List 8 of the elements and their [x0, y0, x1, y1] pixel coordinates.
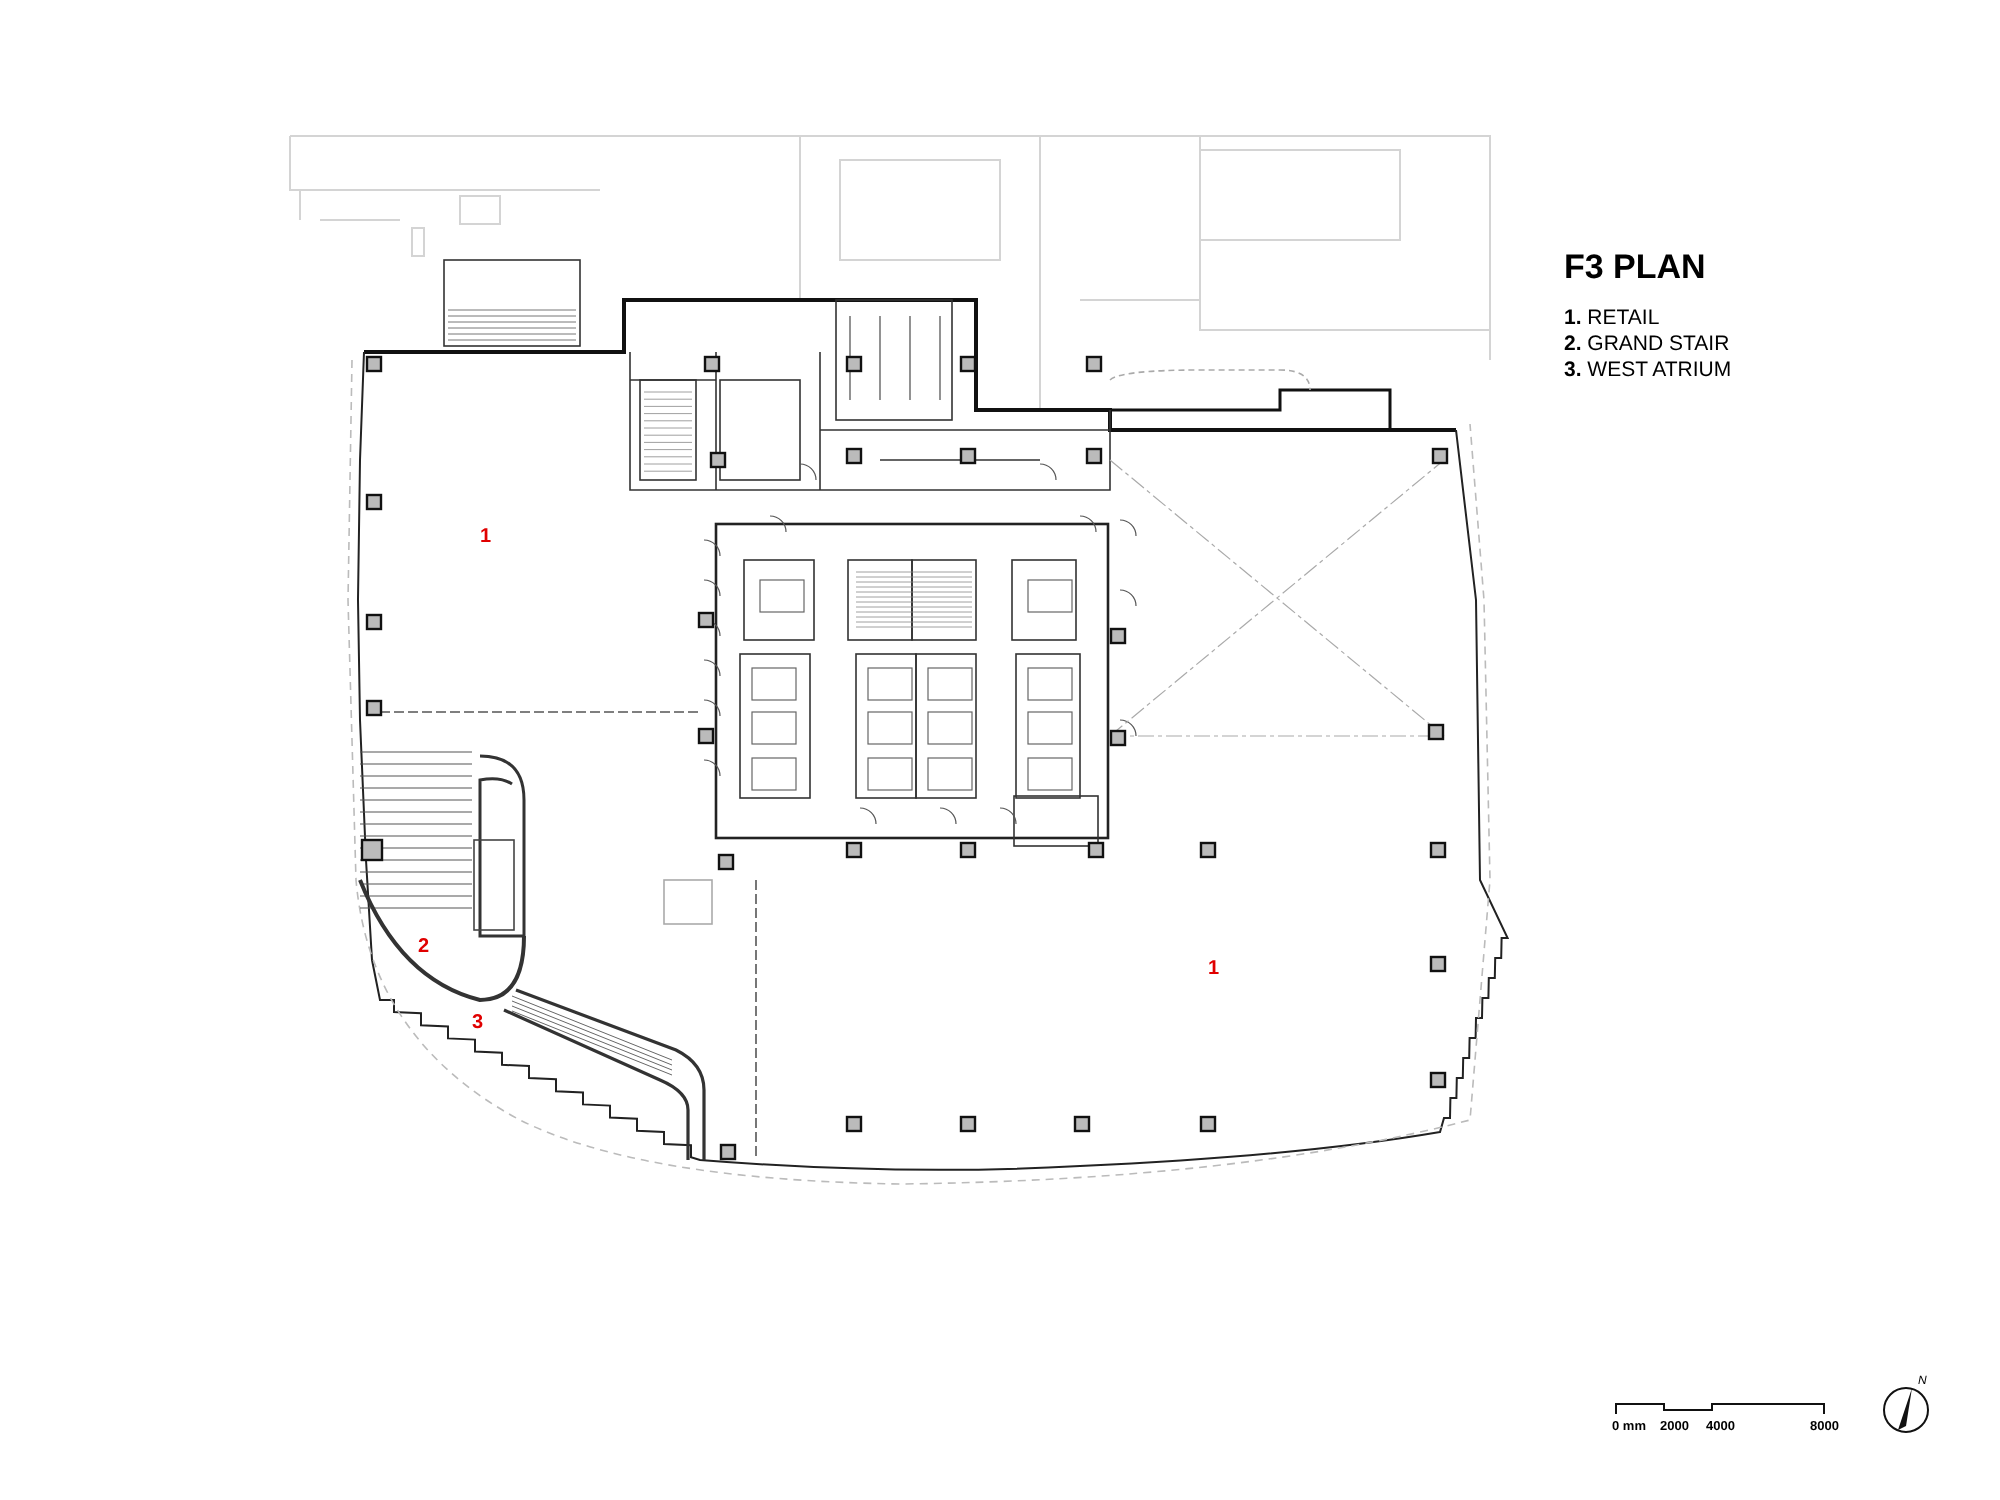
area-number: 1 [480, 528, 492, 548]
area-number: 2 [418, 938, 430, 958]
plan-title: F3 PLAN [1564, 250, 1706, 284]
legend-item: 2. GRAND STAIR [1564, 334, 1730, 355]
area-number: 3 [472, 1014, 484, 1034]
area-number: 1 [1208, 960, 1220, 980]
legend-item: 1. RETAIL [1564, 308, 1660, 329]
legend-item: 3. WEST ATRIUM [1564, 360, 1732, 381]
